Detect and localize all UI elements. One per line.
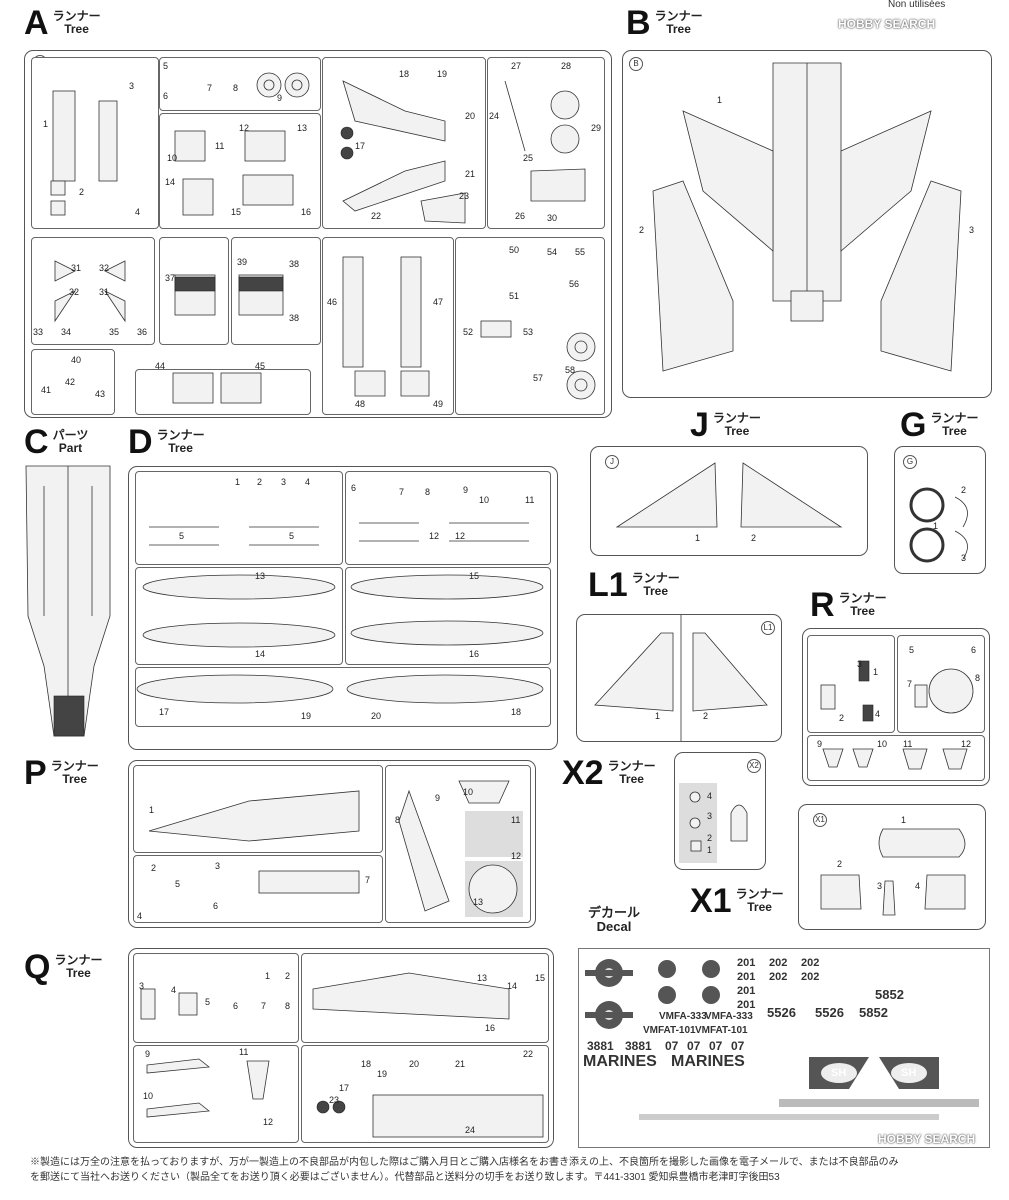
runner-a-parts <box>50 72 596 404</box>
runner-p-parts <box>148 780 518 914</box>
decal-graphics <box>585 959 979 1120</box>
runner-q-jp: ランナー <box>54 953 103 968</box>
runner-j-parts <box>615 462 843 528</box>
runner-x2-letter: X2 <box>562 754 604 792</box>
footer-line-2: を郵送にて当社へお送りください（製品全てをお送り頂く必要はございません）。代替部… <box>30 1171 780 1183</box>
d-cell-2 <box>345 471 551 565</box>
decal-sheet: 201 202 202 201 202 202 201 201 5526 552… <box>578 948 990 1148</box>
runner-l1-parts <box>594 615 768 741</box>
a-cell-11 <box>31 349 115 415</box>
runner-b-parts <box>652 62 962 372</box>
runner-l1-tag: L1 <box>761 621 775 635</box>
runner-r-letter: R <box>810 586 835 624</box>
runner-x2-tag: X2 <box>747 759 761 773</box>
part-c-letter: C <box>24 423 49 461</box>
runner-x1-tag: X1 <box>813 813 827 827</box>
runner-d-en: Tree <box>168 441 193 455</box>
runner-b-letter: B <box>626 4 651 42</box>
watermark-top: HOBBY SEARCH <box>838 17 936 31</box>
part-c-fuselage <box>25 465 111 737</box>
runner-g-tag: G <box>903 455 917 469</box>
runner-b-tag: B <box>629 57 643 71</box>
runner-g-jp: ランナー <box>930 411 979 426</box>
runner-j-letter: J <box>690 406 709 444</box>
runner-g-frame: G 2 1 3 <box>894 446 986 574</box>
runner-p-en: Tree <box>62 772 88 786</box>
runner-x2-jp: ランナー <box>607 759 656 774</box>
a-cell-1 <box>31 57 159 229</box>
runner-q-parts <box>140 972 544 1138</box>
runner-g-en: Tree <box>942 424 967 438</box>
watermark-bottom: HOBBY SEARCH <box>878 1132 976 1146</box>
runner-q-letter: Q <box>24 948 51 986</box>
runner-a-letter: A <box>24 4 49 42</box>
runner-d-letter: D <box>128 423 153 461</box>
d-cell-1 <box>135 471 343 565</box>
unused-note: Non utilisées <box>888 0 946 10</box>
runner-l1-frame: L1 1 2 <box>576 614 782 742</box>
runner-j-en: Tree <box>724 424 750 438</box>
runner-x2-en: Tree <box>619 772 644 786</box>
runner-q-en: Tree <box>66 966 91 980</box>
runner-a-jp: ランナー <box>52 9 101 24</box>
q-cell-3 <box>133 1045 299 1143</box>
runner-r-jp: ランナー <box>838 591 887 606</box>
runner-x1-parts <box>820 828 966 916</box>
a-cell-6 <box>31 237 155 345</box>
runner-d-parts <box>136 522 544 704</box>
runner-g-letter: G <box>900 406 927 444</box>
runner-b-en: Tree <box>666 22 691 36</box>
runner-r-parts <box>820 660 974 770</box>
runner-a-en: Tree <box>64 22 89 36</box>
runner-j-jp: ランナー <box>712 411 761 426</box>
decal-en: Decal <box>596 918 632 934</box>
runner-b-frame: B 1 2 3 <box>622 50 992 398</box>
runner-p-jp: ランナー <box>50 759 99 774</box>
runner-p-letter: P <box>24 754 47 792</box>
runner-r-en: Tree <box>850 604 875 618</box>
runner-d-jp: ランナー <box>156 428 205 443</box>
runner-x1-en: Tree <box>747 900 772 914</box>
decal-jp: デカール <box>588 905 641 920</box>
runner-x1-jp: ランナー <box>735 887 784 902</box>
part-c-en: Part <box>58 441 83 455</box>
footer-note: ※製造には万全の注意を払っておりますが、万が一製造上の不良部品が内包した際はご購… <box>30 1156 970 1185</box>
footer-line-1: ※製造には万全の注意を払っておりますが、万が一製造上の不良部品が内包した際はご購… <box>30 1157 899 1168</box>
runner-l1-letter: L1 <box>588 566 628 604</box>
q-cell-1 <box>133 953 299 1043</box>
runner-g-parts <box>909 487 968 563</box>
runner-j-frame: J 1 2 <box>590 446 868 556</box>
runner-x1-letter: X1 <box>690 882 732 920</box>
r-cell-1 <box>807 635 895 733</box>
runner-x2-parts <box>689 791 748 852</box>
runner-l1-jp: ランナー <box>631 571 680 586</box>
runner-j-tag: J <box>605 455 619 469</box>
runner-a-frame: A 1 3 2 4 56 <box>24 50 612 418</box>
runner-l1-en: Tree <box>643 584 669 598</box>
part-c-jp: パーツ <box>52 428 89 443</box>
runner-b-jp: ランナー <box>654 9 703 24</box>
